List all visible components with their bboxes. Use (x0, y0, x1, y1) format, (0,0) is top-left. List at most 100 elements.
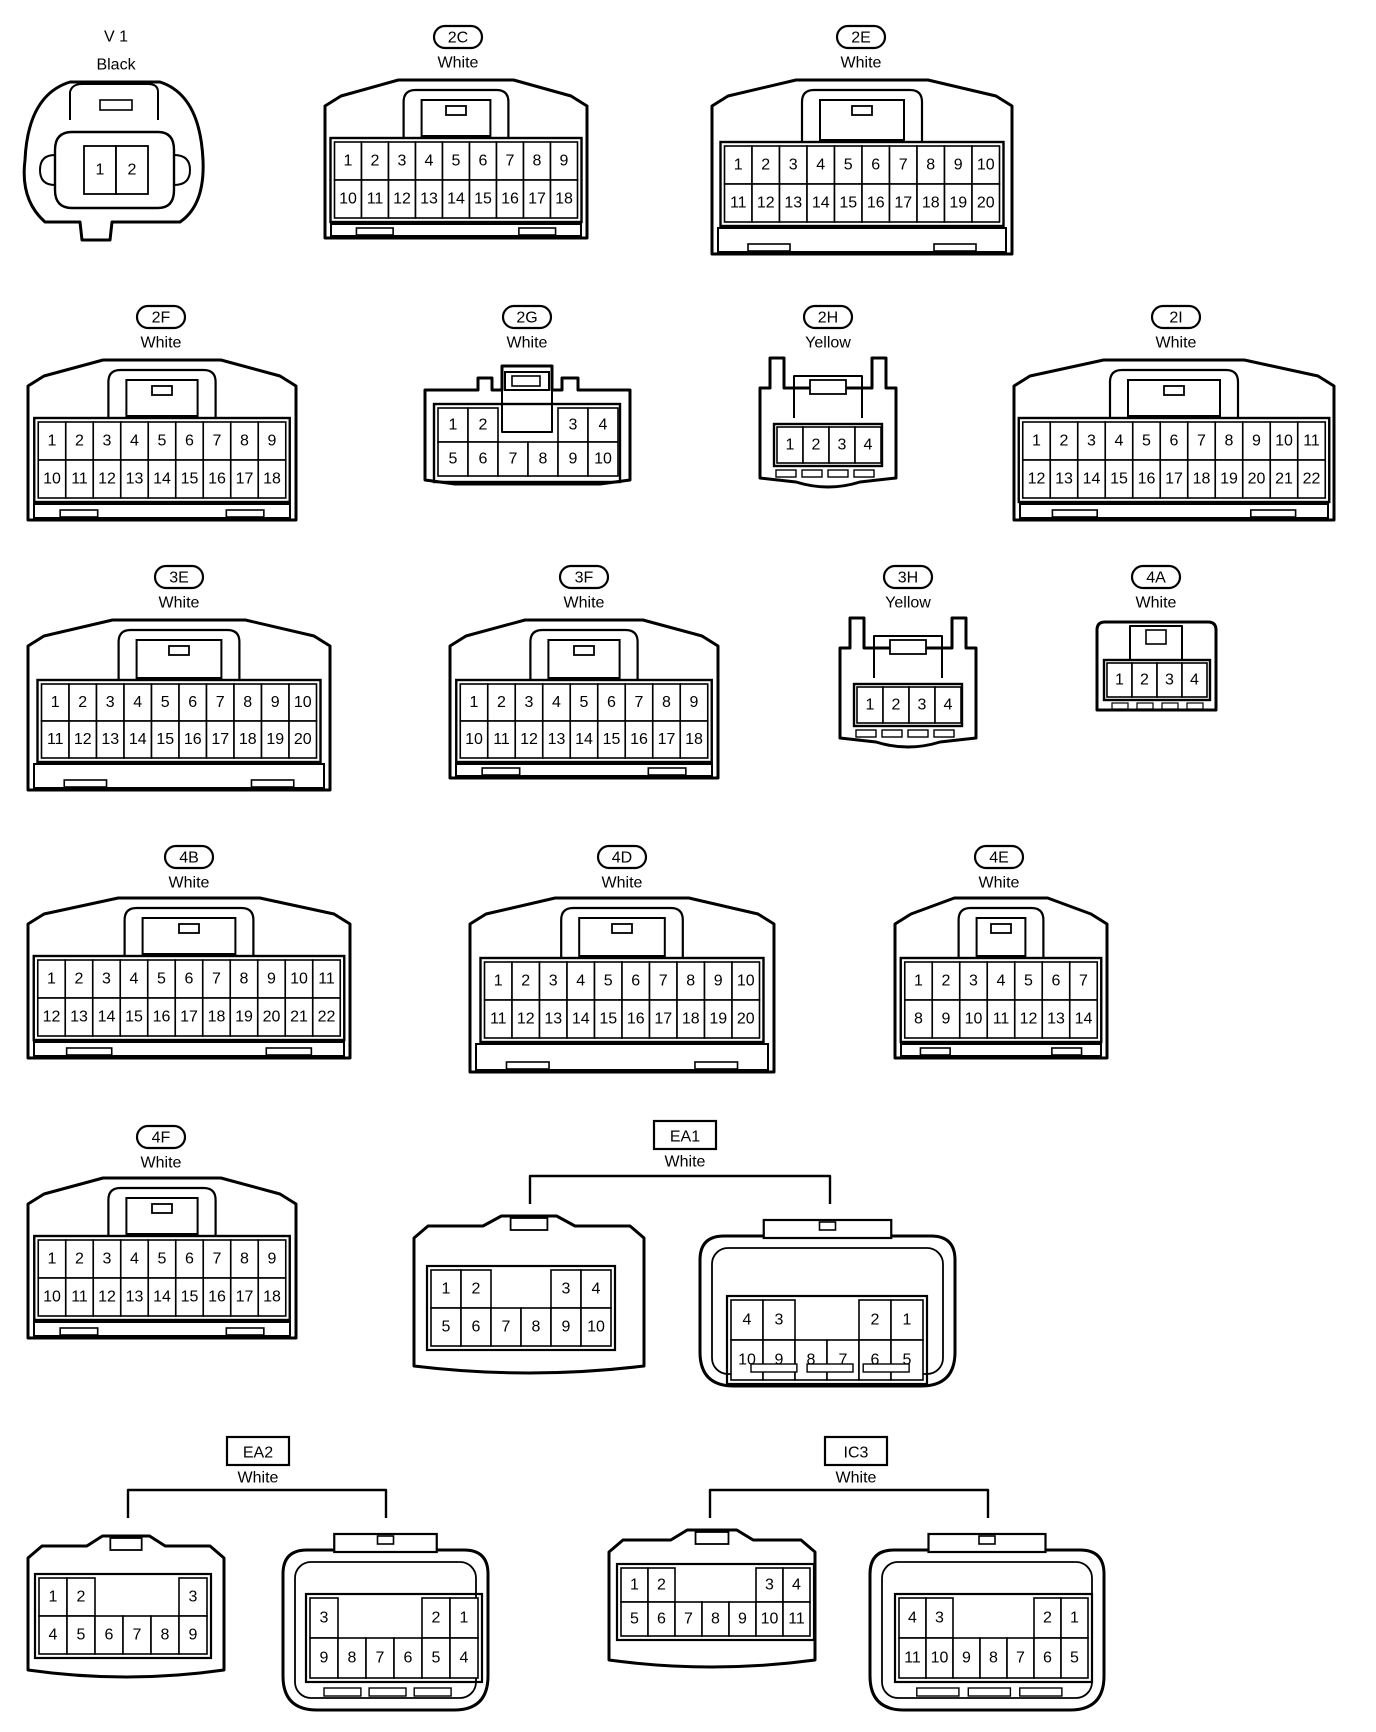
pin-cell (593, 961, 623, 1001)
pin-number: 8 (240, 433, 249, 450)
pin-number: 18 (555, 191, 573, 208)
pin-number: 11 (71, 471, 88, 488)
latch-slot (916, 1687, 960, 1697)
connector-code: 4A (1146, 570, 1166, 587)
latch-slot (225, 509, 265, 518)
latch-slot (1051, 509, 1099, 518)
connector-color: White (1156, 335, 1197, 352)
pin-number: 8 (240, 971, 249, 988)
connector-code: EA2 (243, 1445, 273, 1462)
code-pill (135, 1124, 187, 1150)
latch-slot (65, 1047, 113, 1056)
pin-number: 11 (493, 731, 510, 748)
pin-number: 21 (1275, 471, 1293, 488)
code-pill (163, 844, 215, 870)
pin-number: 4 (1190, 672, 1199, 689)
pin-cell (541, 720, 572, 759)
pin-cell (587, 441, 619, 477)
connector-color: White (141, 1155, 182, 1172)
connector-color: White (169, 875, 210, 892)
pin-number: 2 (479, 417, 488, 434)
code-pill (153, 564, 205, 590)
pin-number: 3 (525, 694, 534, 711)
pin-cell (495, 179, 525, 219)
latch-slot (750, 1363, 798, 1373)
pin-cell (40, 720, 70, 759)
pin-number: 8 (926, 157, 935, 174)
lock-tab (125, 379, 199, 417)
code-pill (558, 564, 610, 590)
pin-number: 5 (452, 153, 461, 170)
pin-number: 16 (208, 471, 226, 488)
pin-cell (66, 1577, 96, 1617)
pin-cell (1021, 459, 1052, 499)
pin-number: 4 (816, 157, 825, 174)
pin-number: 12 (520, 731, 538, 748)
latch-slot (481, 767, 521, 776)
pin-number: 8 (532, 1319, 541, 1336)
pin-cell (762, 1339, 796, 1381)
pin-number: 3 (398, 153, 407, 170)
pin-number: 17 (180, 1009, 198, 1026)
pin-cell (64, 459, 95, 499)
latch-slot (413, 1687, 452, 1697)
pin-number: 3 (189, 1589, 198, 1606)
latch-slot (59, 509, 99, 518)
connector-code: 2G (516, 310, 537, 327)
connector-color: White (141, 335, 182, 352)
pin-cell (888, 183, 918, 223)
pin-number: 1 (903, 1312, 912, 1329)
pin-number: 10 (965, 1011, 983, 1028)
pin-cell (1241, 421, 1272, 461)
pin-frame (615, 1562, 816, 1642)
pin-cell (1104, 421, 1134, 461)
pin-number: 18 (1193, 471, 1211, 488)
pin-cell (958, 961, 989, 1001)
pin-cell (522, 179, 552, 219)
pin-number: 6 (479, 451, 488, 468)
connector-code: 2I (1169, 310, 1182, 327)
bottom-rail (900, 1043, 1102, 1057)
pin-number: 4 (49, 1627, 58, 1644)
pin-cell (751, 145, 781, 185)
pin-number: 7 (684, 1611, 693, 1628)
pin-number: 10 (737, 973, 755, 990)
latch-slot (59, 1327, 99, 1336)
pin-cell (95, 720, 125, 759)
lock-notch (445, 105, 467, 116)
pin-number: 19 (266, 731, 284, 748)
pin-number: 18 (239, 731, 257, 748)
pin-cell (421, 1597, 451, 1639)
pin-cell (514, 683, 544, 722)
pin-cell (68, 683, 98, 722)
pin-number: 1 (460, 1610, 469, 1627)
pin-number: 16 (208, 1289, 226, 1306)
pin-number: 9 (268, 1251, 277, 1268)
connector-code: 3F (575, 570, 594, 587)
pin-number: 10 (294, 694, 312, 711)
pin-cell (284, 959, 314, 999)
pin-number: 19 (709, 1011, 727, 1028)
pin-number: 14 (572, 1011, 590, 1028)
pin-number: 3 (103, 1251, 112, 1268)
connector-color: Black (96, 57, 136, 74)
pin-number: 4 (1115, 433, 1124, 450)
connector-code: 2F (152, 310, 171, 327)
pin-cell (701, 1601, 730, 1637)
pin-number: 16 (867, 195, 885, 212)
pin-number: 15 (474, 191, 492, 208)
connector-color: White (1136, 595, 1177, 612)
latch-slot (1111, 702, 1129, 710)
pin-number: 8 (662, 694, 671, 711)
bottom-rail (475, 1043, 769, 1071)
latch-slot (907, 729, 929, 738)
pin-number: 13 (544, 1011, 562, 1028)
pin-number: 12 (757, 195, 775, 212)
latch-slot (694, 1061, 739, 1070)
pin-number: 16 (153, 1009, 171, 1026)
pin-number: 10 (290, 971, 308, 988)
